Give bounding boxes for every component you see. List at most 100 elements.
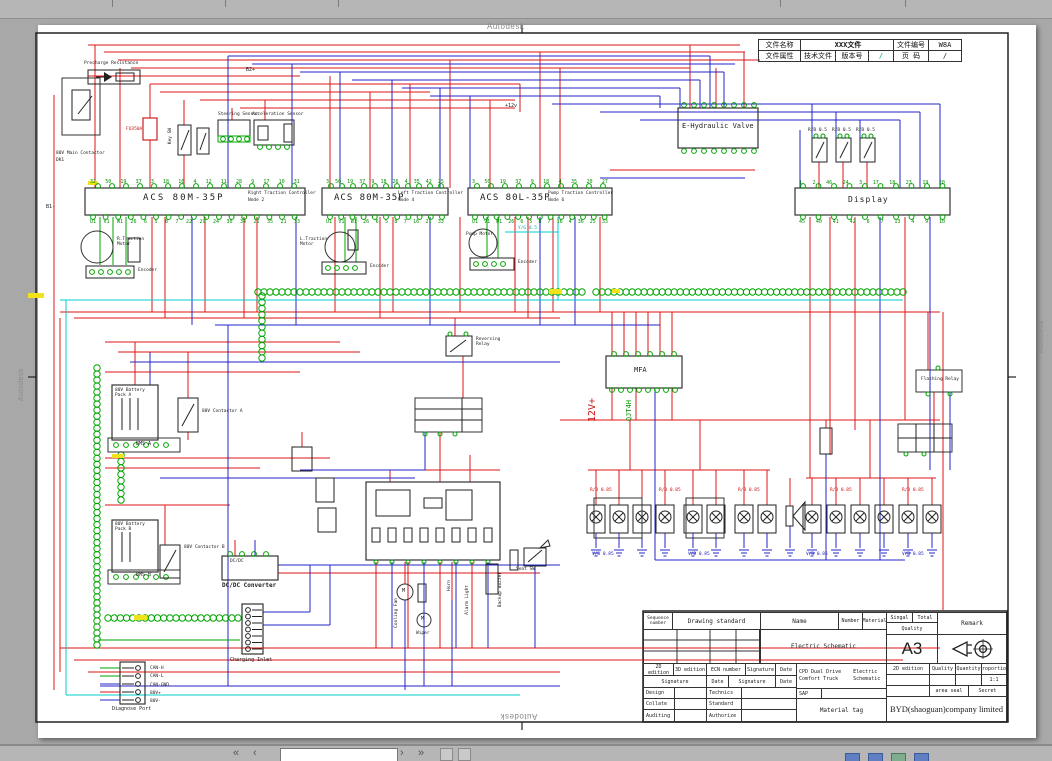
watermark-left: Autodesk (18, 368, 25, 402)
net-b2-plus: B2+ (246, 67, 256, 73)
contactor-b-label: 80V Contactor B (184, 545, 225, 550)
tb-projection-cell (937, 634, 1007, 664)
pin-label: 26 (508, 219, 515, 225)
pin-label: 21 (280, 219, 287, 225)
pin-label: 19 (499, 179, 506, 185)
pin-label: 50 (335, 179, 342, 185)
pin-label: 50 (484, 179, 491, 185)
pin-label: 30 (226, 219, 233, 225)
pin-label: 35 (571, 179, 578, 185)
controller-right-name: ACS 80M-35P (143, 193, 225, 203)
zoom-tool-icon[interactable] (440, 748, 453, 761)
pin-label: 9 (530, 179, 534, 185)
prev-page-icon[interactable]: ‹ (253, 747, 257, 759)
net-yg05: Y/G 0.5 (518, 226, 537, 231)
charging-inlet-label: Charging Inlet (230, 657, 273, 663)
dcdc-inner-label: DC/DC (230, 559, 244, 564)
pan-tool-icon[interactable] (458, 748, 471, 761)
pin-label: 8 (394, 219, 398, 225)
lamp-gnd-label-4: V/B 0.85 (902, 552, 924, 557)
pin-label: 46 (826, 180, 833, 186)
bms-b-label: BMS B (136, 572, 152, 578)
pin-label: 18 (163, 179, 170, 185)
controller-pump-name: ACS 80L-35P (480, 193, 551, 203)
pin-label: 27 (601, 179, 608, 185)
net-b1-minus: B1- (46, 204, 56, 210)
pin-label: 40 (815, 219, 822, 225)
pin-label: 20 (938, 180, 945, 186)
pin-label: 45 (799, 219, 806, 225)
pin-label: 3 (859, 180, 863, 186)
display-label: Display (848, 195, 889, 204)
next-page-icon[interactable]: › (400, 747, 404, 759)
pin-label: W1 (496, 219, 503, 225)
watermark-top: Autodesk (487, 22, 525, 31)
pin-label: W1 (350, 219, 357, 225)
pin-label: 80V+ (150, 690, 161, 696)
pin-label: 18 (889, 180, 896, 186)
pin-label: 25 (589, 219, 596, 225)
pin-label: 42 (425, 179, 432, 185)
tb-material-tag: Material tag (796, 698, 887, 722)
view-option-icon-1[interactable] (845, 753, 860, 761)
pin-label: 33 (437, 219, 444, 225)
pin-label: 9 (251, 179, 255, 185)
fan-motor-m: M (402, 588, 406, 594)
pin-label: 50 (105, 179, 112, 185)
pin-label: 10 (278, 179, 285, 185)
net-12v-plus: 12V+ (587, 398, 598, 423)
tb-sheet-size: A3 (886, 634, 938, 664)
main-contactor-id: DK1 (56, 158, 65, 163)
pin-label: 80V- (150, 699, 161, 704)
tb-company: BYD(shaoguan)company limited (886, 696, 1007, 722)
view-option-icon-3[interactable] (891, 753, 906, 761)
pin-label: 9 (371, 179, 375, 185)
lamp-gnd-label-3: V/B 0.85 (806, 552, 828, 557)
top-tab-bar[interactable] (0, 0, 1052, 19)
tab-separator (225, 0, 226, 7)
last-page-icon[interactable]: » (418, 747, 425, 759)
pin-label: 26 (392, 179, 399, 185)
pin-label: 6 (520, 219, 524, 225)
motor-right-label: R.Traction Motor (117, 237, 145, 247)
tb-material: Material (862, 612, 887, 630)
pin-label: 22 (185, 219, 192, 225)
dcdc-label: DC/DC Converter (222, 582, 277, 589)
steering-sensor-label: Steering Sensor (218, 112, 259, 117)
lamp-wire-label-3: R/B 0.85 (738, 488, 760, 493)
battery-a-label: 80V Battery Pack A (115, 388, 145, 398)
pin-label: 34 (239, 219, 246, 225)
pin-label: 5 (529, 219, 533, 225)
pin-label: 4 (911, 219, 915, 225)
pin-label: 36 (577, 219, 584, 225)
pin-label: 9 (925, 219, 929, 225)
pin-label: 19 (347, 179, 354, 185)
pin-label: 12 (205, 179, 212, 185)
pin-label: 5 (384, 219, 388, 225)
pin-label: V1 (103, 219, 110, 225)
controller-pump-node: Node 6 (548, 198, 565, 203)
pin-label: 4 (558, 179, 562, 185)
page-input[interactable] (280, 748, 398, 761)
lamp-gnd-label-2: V/B 0.85 (688, 552, 710, 557)
pin-label: U1 (326, 219, 333, 225)
view-option-icon-2[interactable] (868, 753, 883, 761)
pin-label: W1 (117, 219, 124, 225)
bms-a-label: BMS A (136, 441, 152, 447)
pin-label: 37 (359, 179, 366, 185)
flashing-relay-label: Flashing Relay (921, 377, 959, 382)
net-connector: QJT4H (625, 400, 633, 422)
first-page-icon[interactable]: « (233, 747, 240, 759)
pin-label: 16 (178, 179, 185, 185)
pin-label: U1 (472, 219, 479, 225)
pin-label: 13 (894, 219, 901, 225)
pin-label: 24 (842, 180, 849, 186)
horn-label: Horn (447, 580, 452, 591)
view-option-icon-4[interactable] (914, 753, 929, 761)
pin-label: V1 (338, 219, 345, 225)
pin-label: 26 (130, 219, 137, 225)
